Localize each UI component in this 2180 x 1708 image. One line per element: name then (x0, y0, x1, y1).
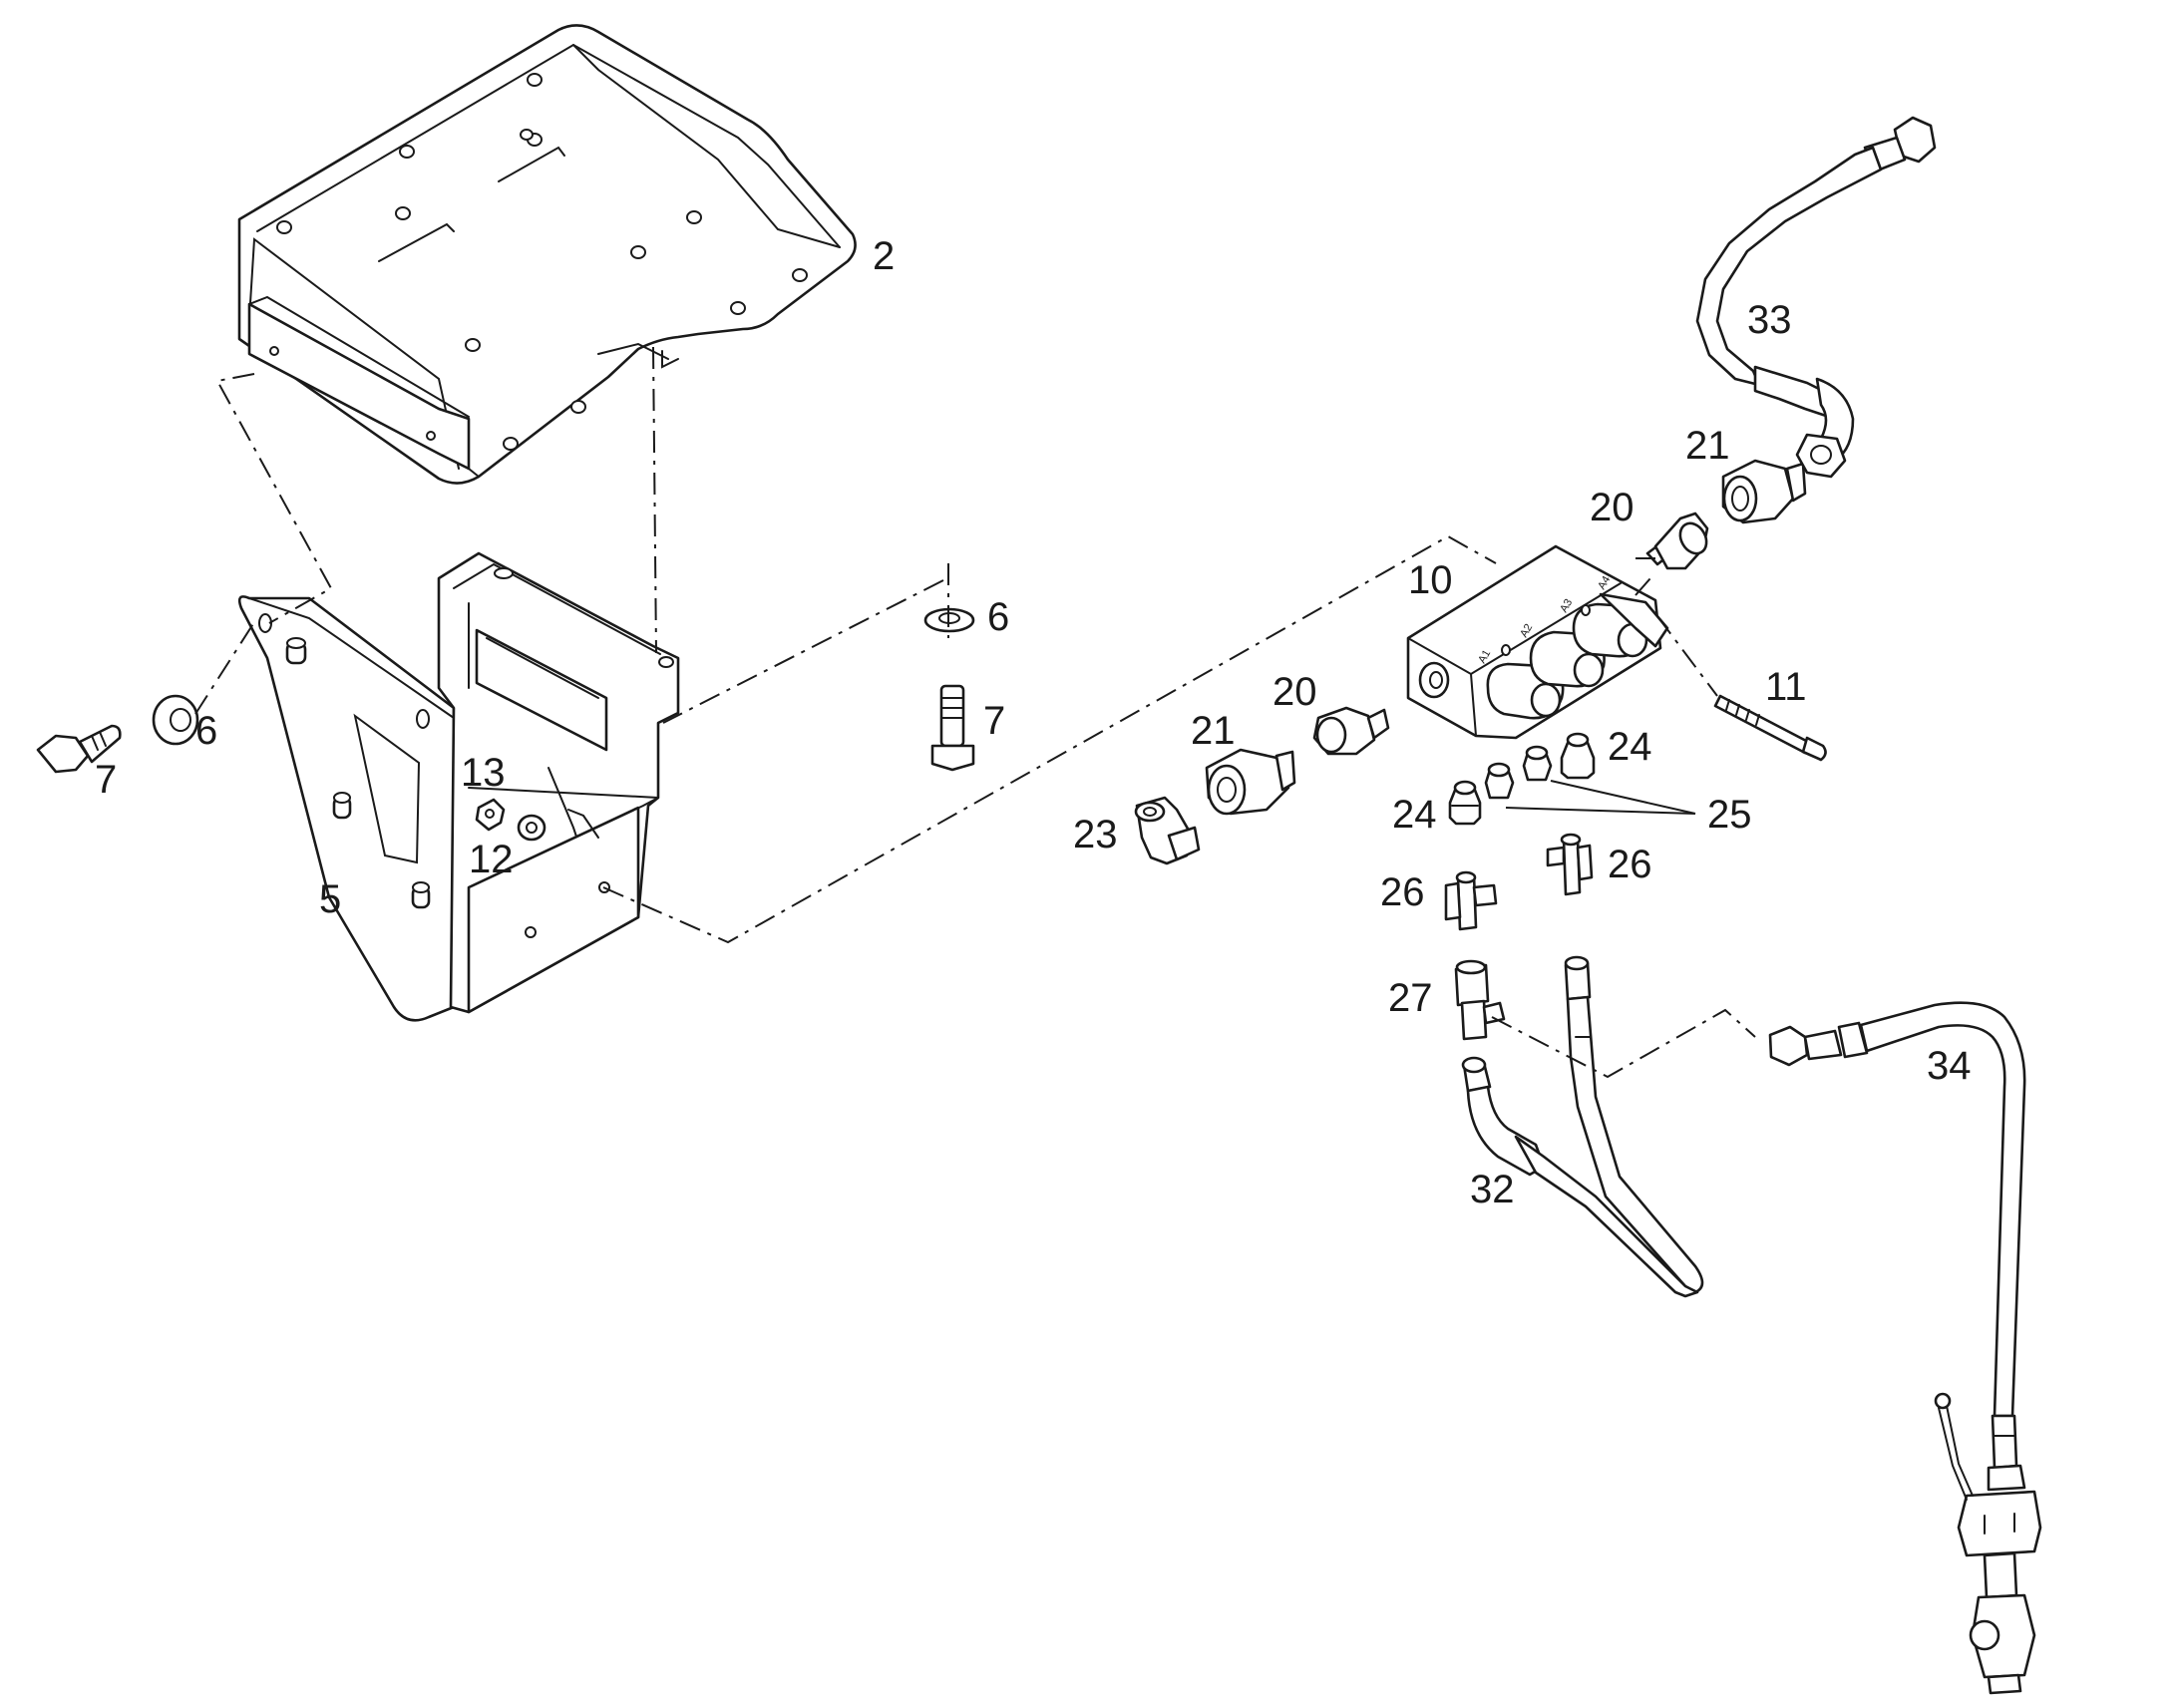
fitting-20-lower (1312, 706, 1390, 756)
callout-32: 32 (1470, 1168, 1515, 1211)
callout-20-upper: 20 (1590, 486, 1635, 529)
plug-24-right (1560, 732, 1596, 780)
callout-34: 34 (1927, 1044, 1972, 1088)
callout-23: 23 (1073, 813, 1118, 856)
callout-25: 25 (1707, 793, 1752, 837)
tee-26-left (1444, 870, 1498, 931)
valve-block-10: A1 A2 A3 A4 (1406, 544, 1669, 740)
plug-25-b (1484, 762, 1515, 800)
side-plate-part (237, 595, 456, 1022)
callout-12: 12 (469, 838, 514, 881)
port-label-a2: A2 (1518, 622, 1535, 640)
washer-6-left (152, 694, 199, 746)
bolt-7-left (36, 724, 122, 774)
callout-7-right: 7 (983, 699, 1005, 743)
tray-bracket-part (237, 24, 857, 485)
port-label-a3: A3 (1558, 597, 1575, 615)
fitting-21-lower (1205, 748, 1296, 816)
callout-11: 11 (1765, 665, 1807, 709)
support-bracket-part (437, 551, 680, 1014)
bolt-7-right (930, 684, 975, 772)
nut-13 (475, 798, 506, 832)
callout-13: 13 (461, 751, 506, 795)
callout-6-right: 6 (987, 595, 1009, 639)
tee-26-right (1546, 833, 1594, 896)
washer-12 (517, 814, 546, 842)
screw-11 (1713, 694, 1827, 762)
assembly-lines (194, 346, 1756, 1079)
callout-7-left: 7 (95, 758, 117, 802)
callout-6-left: 6 (195, 709, 217, 753)
callout-10: 10 (1408, 558, 1453, 602)
callout-24-left: 24 (1392, 793, 1437, 837)
callout-26-left: 26 (1380, 870, 1425, 914)
hose-33 (1695, 116, 1937, 479)
plug-25-a (1522, 745, 1553, 782)
fitting-20-upper (1645, 512, 1709, 570)
tee-27 (1454, 959, 1506, 1041)
port-label-a4: A4 (1596, 574, 1613, 592)
hose-34 (1768, 1001, 2042, 1695)
callout-26-right: 26 (1608, 843, 1652, 886)
callout-5: 5 (319, 877, 341, 921)
callout-20-lower: 20 (1272, 670, 1317, 714)
fitting-21-upper (1721, 459, 1807, 524)
plug-24-left (1448, 780, 1482, 826)
callout-21-upper: 21 (1685, 424, 1730, 468)
callout-labels: 2 5 6 6 7 7 10 11 12 13 20 20 21 21 23 2… (95, 234, 1972, 1211)
leader-25 (1505, 780, 1696, 815)
callout-2: 2 (873, 234, 895, 278)
callout-21-lower: 21 (1191, 709, 1236, 753)
port-label-a1: A1 (1476, 648, 1493, 666)
callout-24-right: 24 (1608, 725, 1652, 769)
elbow-23 (1134, 796, 1201, 865)
hose-32 (1461, 955, 1704, 1298)
callout-33: 33 (1747, 298, 1792, 342)
callout-27: 27 (1388, 976, 1433, 1020)
